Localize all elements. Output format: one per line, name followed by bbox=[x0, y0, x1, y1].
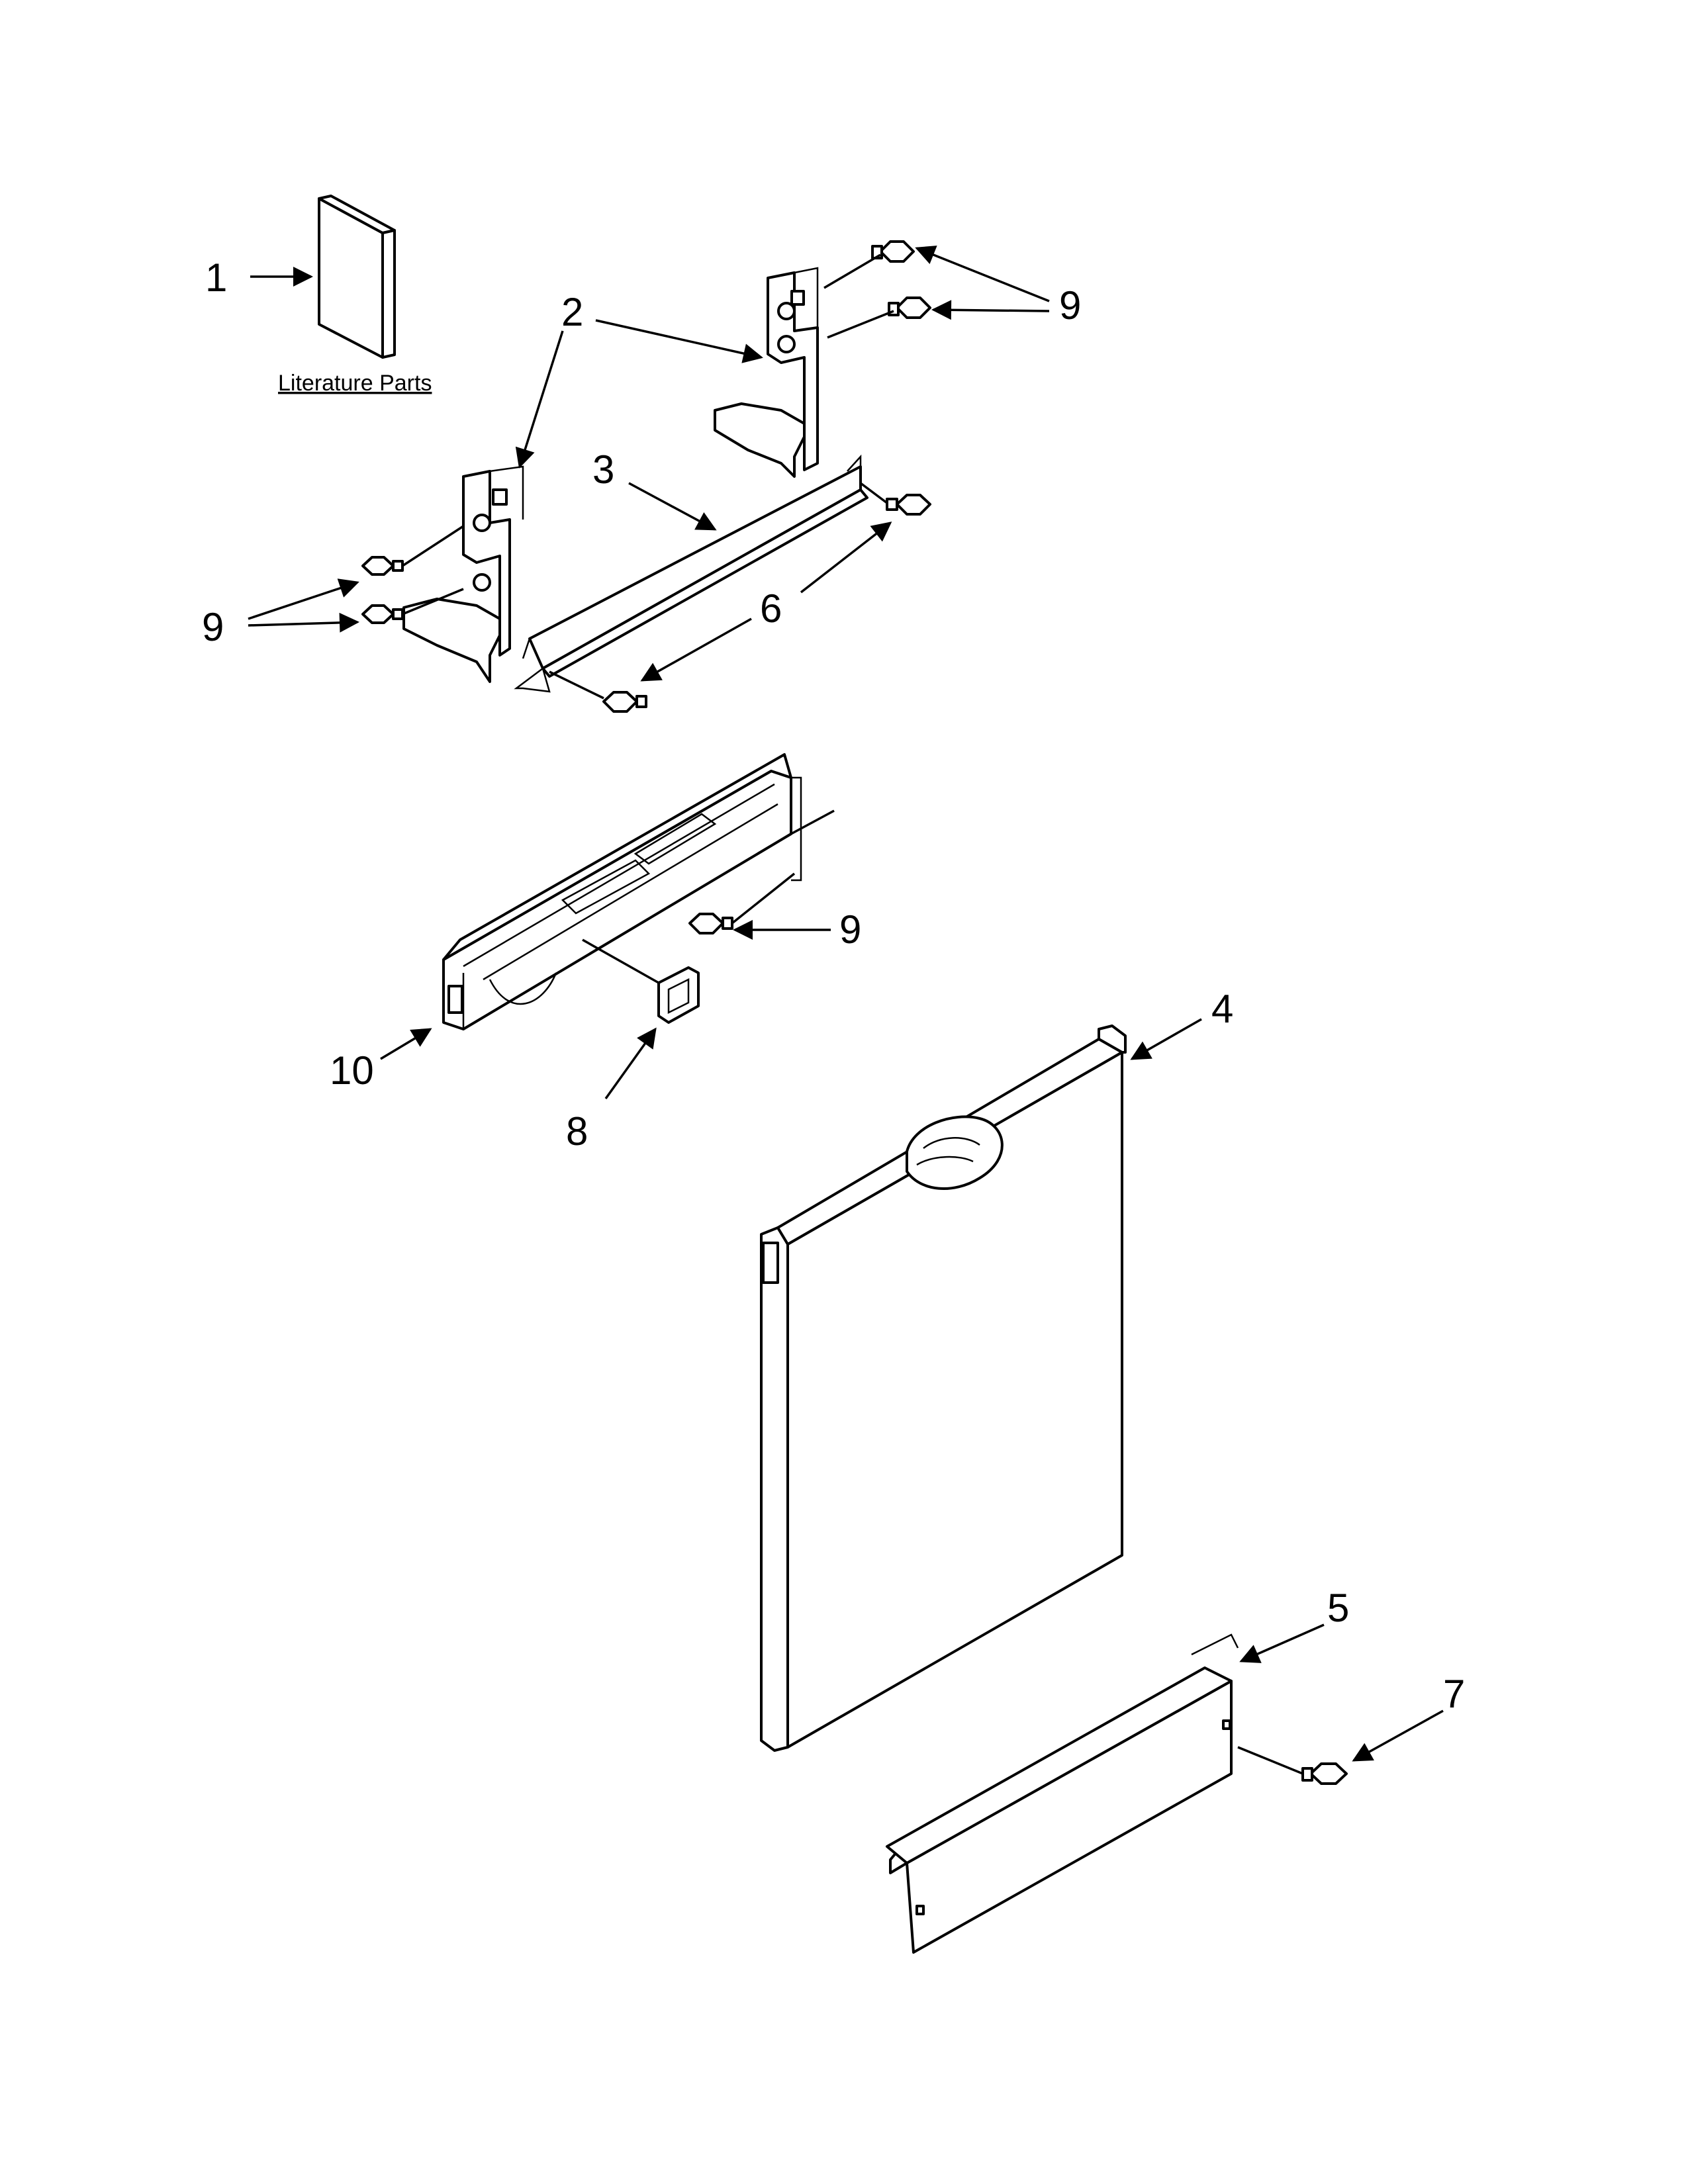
callout-9-top: 9 bbox=[1059, 283, 1081, 328]
arrow-icon bbox=[640, 617, 752, 682]
arrow-icon bbox=[604, 1027, 657, 1100]
callout-10: 10 bbox=[330, 1048, 374, 1093]
arrow-icon bbox=[1130, 1018, 1202, 1060]
callout-3: 3 bbox=[592, 447, 614, 492]
arrow-icon bbox=[915, 246, 1050, 302]
callout-2-top: 2 bbox=[561, 290, 583, 334]
toe-kick-panel bbox=[886, 1633, 1239, 1954]
support-rail bbox=[514, 454, 868, 693]
literature-booklet bbox=[318, 195, 396, 359]
screw-icon bbox=[549, 670, 647, 713]
screw-icon bbox=[859, 482, 931, 516]
screw-icon bbox=[827, 296, 931, 339]
arrow-icon bbox=[248, 578, 359, 620]
callout-6: 6 bbox=[760, 586, 782, 631]
callout-4: 4 bbox=[1211, 987, 1233, 1031]
arrow-icon bbox=[380, 1028, 432, 1060]
screw-icon bbox=[361, 525, 464, 576]
control-console bbox=[442, 753, 835, 1030]
callout-8: 8 bbox=[566, 1109, 588, 1154]
callout-1: 1 bbox=[205, 255, 227, 300]
screw-icon bbox=[361, 588, 464, 624]
door-panel bbox=[760, 1024, 1127, 1752]
arrow-icon bbox=[248, 612, 359, 633]
screw-icon bbox=[823, 240, 915, 289]
screw-icon bbox=[688, 872, 796, 934]
latch-clip bbox=[582, 938, 700, 1024]
lower-left-bracket bbox=[402, 465, 524, 683]
callout-9-mid: 9 bbox=[839, 907, 861, 952]
callout-7: 7 bbox=[1443, 1672, 1465, 1716]
literature-parts-label: Literature Parts bbox=[278, 371, 432, 396]
arrow-icon bbox=[515, 330, 564, 469]
callout-5: 5 bbox=[1327, 1586, 1349, 1630]
upper-right-bracket bbox=[714, 267, 819, 478]
arrow-icon bbox=[628, 482, 717, 531]
screw-icon bbox=[1237, 1746, 1348, 1785]
arrow-icon bbox=[800, 522, 892, 594]
arrow-icon bbox=[1352, 1709, 1444, 1762]
arrow-icon bbox=[1239, 1623, 1325, 1663]
arrow-icon bbox=[931, 300, 1050, 320]
callout-9-left: 9 bbox=[202, 605, 224, 649]
arrow-icon bbox=[595, 319, 763, 363]
